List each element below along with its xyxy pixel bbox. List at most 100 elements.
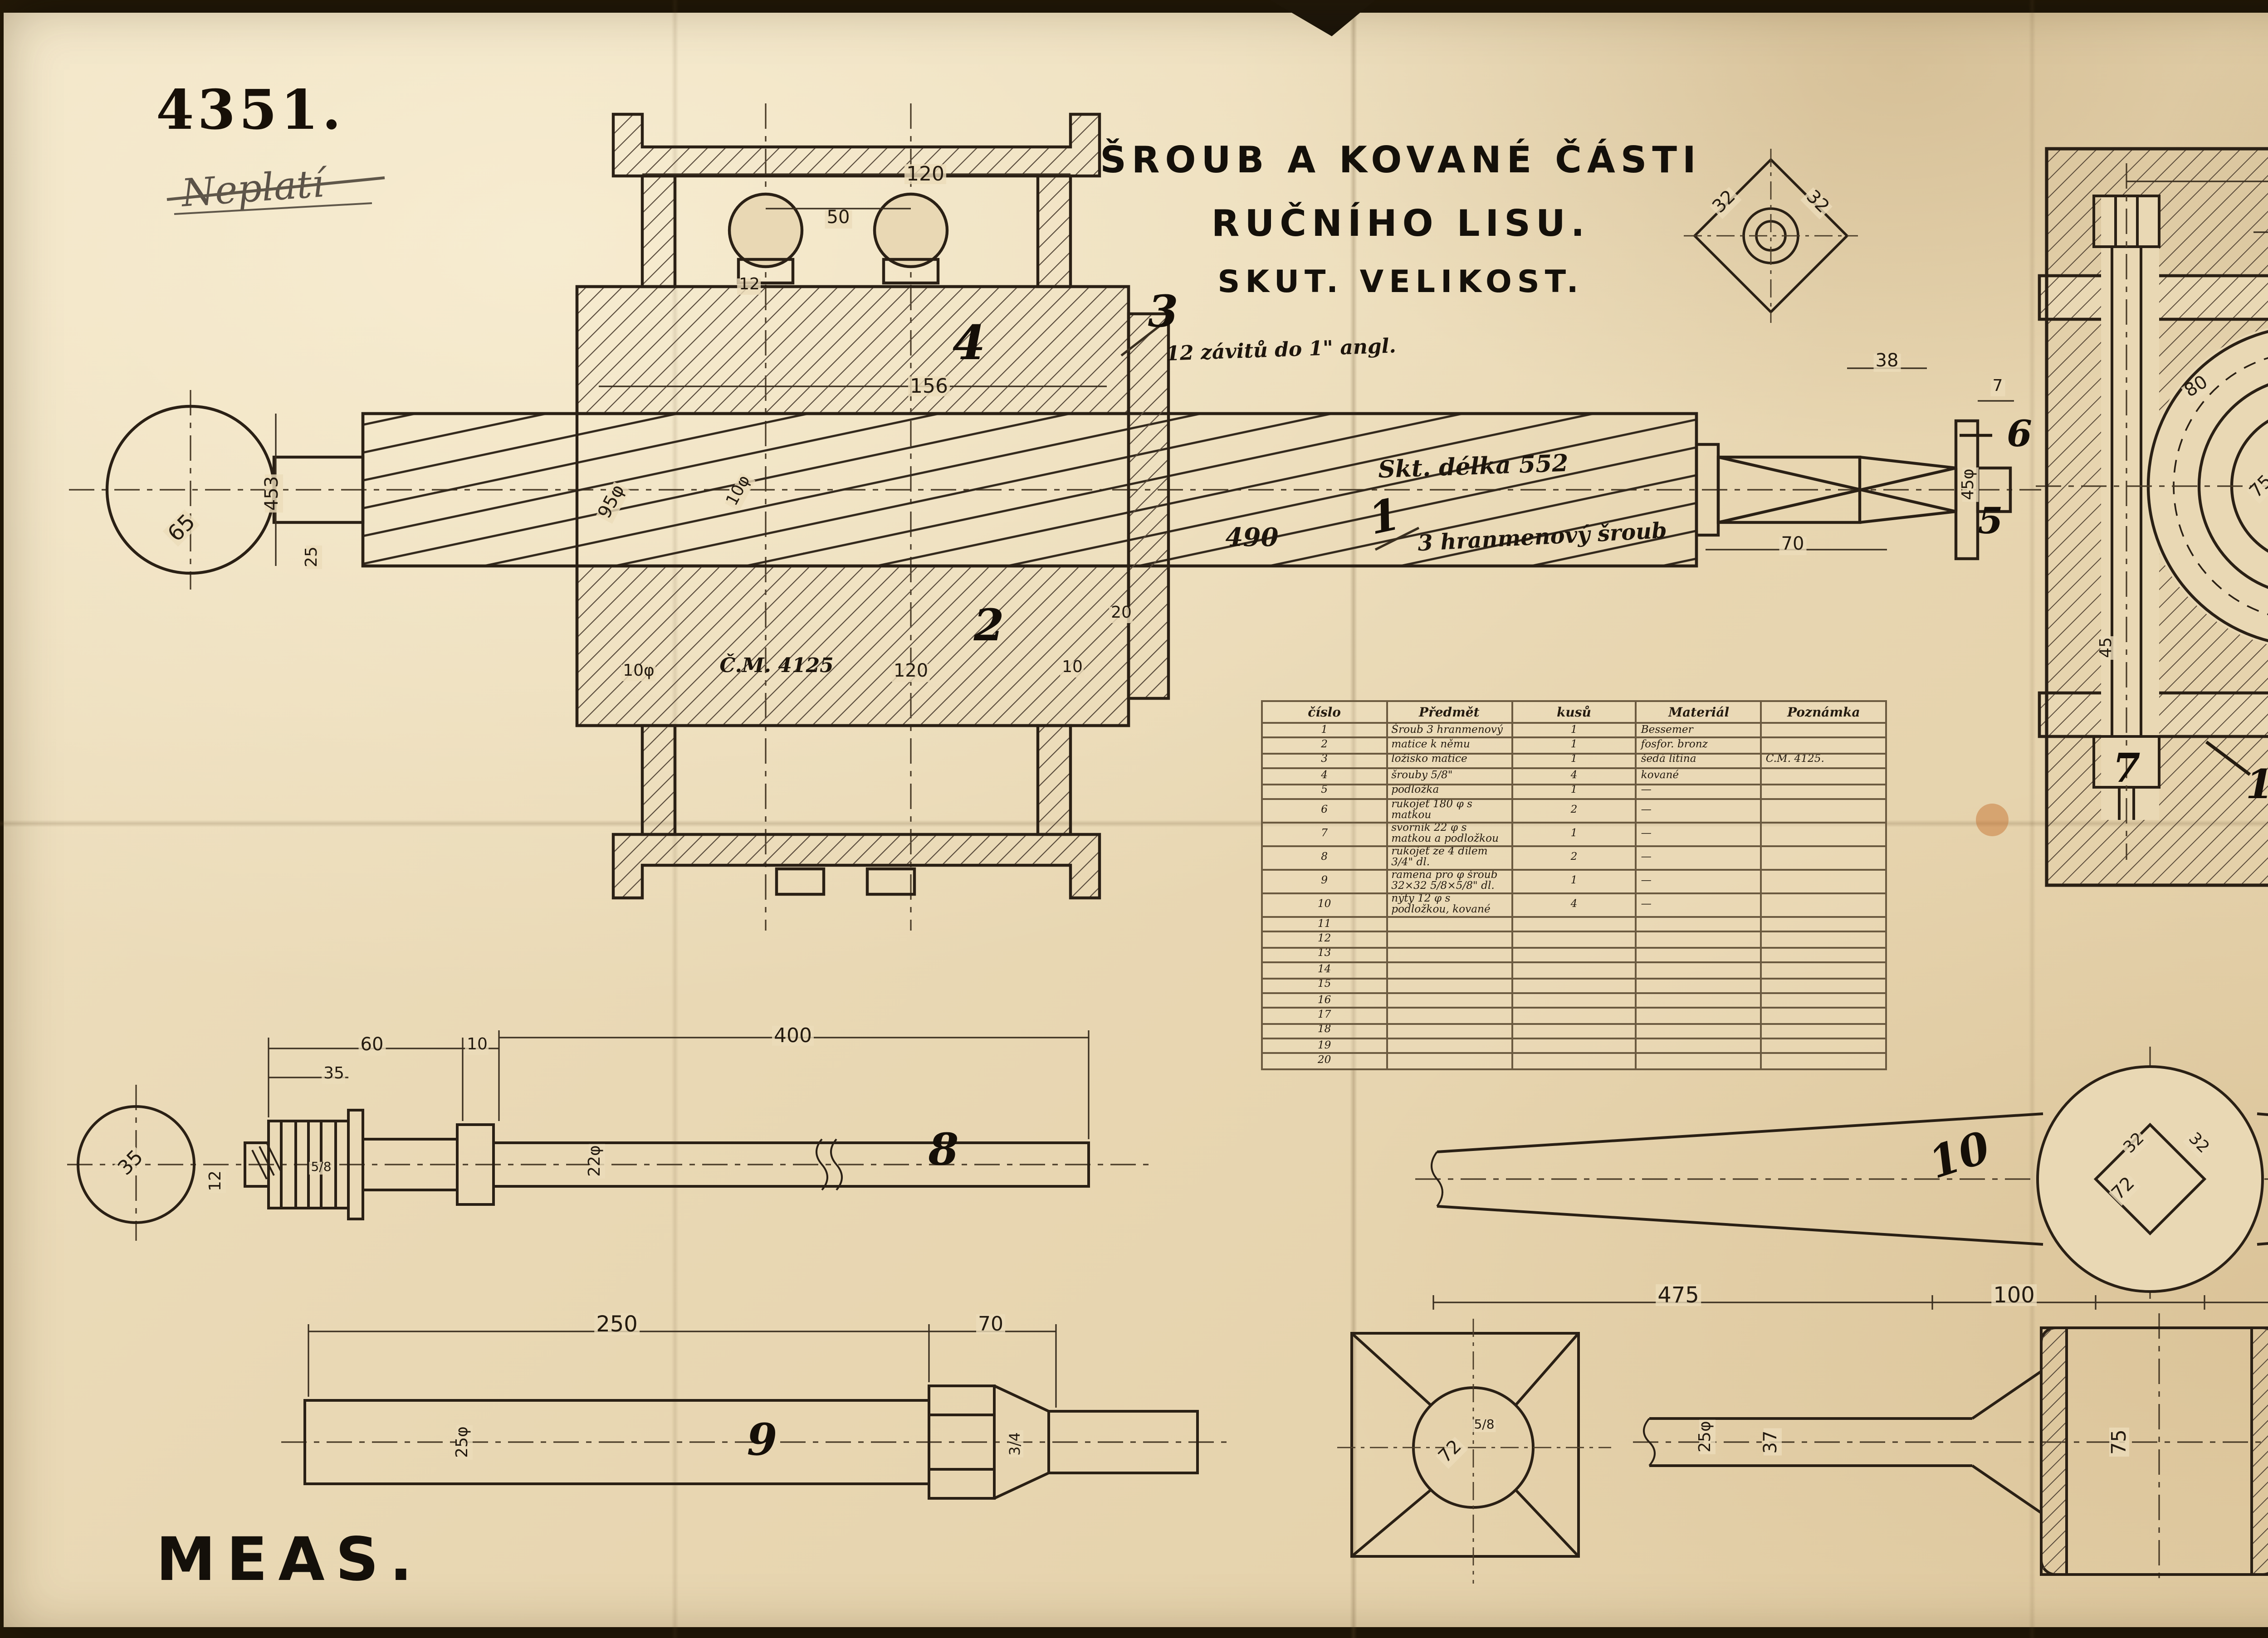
part10-lever-top-view bbox=[1415, 1047, 2268, 1310]
table-cell: 1 bbox=[1510, 752, 1637, 770]
table-cell: 12 bbox=[1261, 931, 1388, 949]
table-cell bbox=[1760, 892, 1887, 918]
table-cell bbox=[1510, 992, 1637, 1009]
part8-linework bbox=[77, 1105, 1090, 1224]
table-cell bbox=[1760, 976, 1887, 994]
table-cell: — bbox=[1635, 798, 1762, 824]
table-cell: 2 bbox=[1510, 798, 1637, 824]
table-cell bbox=[1386, 1007, 1513, 1024]
drawing-title-line1: ŠROUB A KOVANÉ ČÁSTI bbox=[1100, 138, 1701, 181]
assembly-linework bbox=[105, 112, 2012, 900]
table-cell bbox=[1635, 1022, 1762, 1040]
table-row: 14 bbox=[1261, 961, 1887, 979]
table-cell bbox=[1760, 783, 1887, 800]
table-header-cell: kusů bbox=[1510, 700, 1637, 724]
table-row: 19 bbox=[1261, 1038, 1887, 1055]
table-cell: ložisko matice bbox=[1386, 752, 1513, 770]
table-cell: 1 bbox=[1261, 722, 1388, 739]
table-row: 13 bbox=[1261, 946, 1887, 964]
table-cell: Č.M. 4125. bbox=[1760, 752, 1887, 770]
table-cell bbox=[1760, 1022, 1887, 1040]
dimension-lines bbox=[1432, 1295, 2268, 1310]
table-cell bbox=[1635, 961, 1762, 979]
table-row: 11 bbox=[1261, 916, 1887, 933]
dimension-lines bbox=[2126, 180, 2268, 233]
table-cell bbox=[1386, 916, 1513, 933]
table-cell: 18 bbox=[1261, 1022, 1388, 1040]
table-cell bbox=[1510, 1038, 1637, 1055]
table-cell bbox=[1386, 946, 1513, 964]
table-cell: — bbox=[1635, 783, 1762, 800]
table-cell bbox=[1760, 961, 1887, 979]
table-cell: šrouby 5/8" bbox=[1386, 767, 1513, 785]
table-cell bbox=[1510, 976, 1637, 994]
table-cell bbox=[1510, 1053, 1637, 1070]
side-linework bbox=[1643, 1326, 2268, 1576]
table-row: 18 bbox=[1261, 1022, 1887, 1040]
table-cell bbox=[1510, 916, 1637, 933]
table-cell: 1 bbox=[1510, 737, 1637, 755]
table-header-cell: Poznámka bbox=[1760, 700, 1887, 724]
table-cell: — bbox=[1635, 868, 1762, 894]
table-row: 12 bbox=[1261, 931, 1887, 949]
table-cell bbox=[1760, 946, 1887, 964]
table-cell: 4 bbox=[1510, 892, 1637, 918]
table-cell bbox=[1510, 1007, 1637, 1024]
table-cell bbox=[1386, 992, 1513, 1009]
square-shank-detail bbox=[1684, 149, 1858, 323]
table-header-cell: Předmět bbox=[1386, 700, 1513, 724]
table-cell bbox=[1635, 946, 1762, 964]
table-row: 16 bbox=[1261, 992, 1887, 1009]
table-cell bbox=[1510, 961, 1637, 979]
table-cell: kované bbox=[1635, 767, 1762, 785]
table-cell bbox=[1386, 961, 1513, 979]
table-cell bbox=[1386, 1053, 1513, 1070]
table-cell bbox=[1760, 722, 1887, 739]
table-cell bbox=[1635, 1038, 1762, 1055]
table-cell bbox=[1760, 821, 1887, 847]
table-cell: 19 bbox=[1261, 1038, 1388, 1055]
table-cell: 5 bbox=[1261, 783, 1388, 800]
plate-view bbox=[1337, 1319, 1611, 1584]
table-cell bbox=[1760, 916, 1887, 933]
table-cell bbox=[1386, 976, 1513, 994]
table-cell bbox=[1760, 992, 1887, 1009]
table-cell: 1 bbox=[1510, 821, 1637, 847]
table-cell: 20 bbox=[1261, 1053, 1388, 1070]
table-cell bbox=[1760, 1038, 1887, 1055]
table-cell: — bbox=[1635, 892, 1762, 918]
drawing-number: 4351. bbox=[156, 80, 345, 143]
table-cell: Šroub 3 hranmenový bbox=[1386, 722, 1513, 739]
table-cell: 2 bbox=[1261, 737, 1388, 755]
table-cell bbox=[1386, 1022, 1513, 1040]
main-assembly-view bbox=[69, 103, 2041, 931]
table-cell bbox=[1760, 868, 1887, 894]
table-cell bbox=[1635, 1053, 1762, 1070]
part8-bolt-view bbox=[67, 1030, 1152, 1241]
table-cell: podložka bbox=[1386, 783, 1513, 800]
dimension-lines bbox=[308, 1324, 1057, 1408]
part9-rod-view bbox=[281, 1324, 1234, 1500]
table-row: 15 bbox=[1261, 976, 1887, 994]
table-cell bbox=[1510, 1022, 1637, 1040]
table-cell: rukojeť ze 4 dílem 3/4" dl. bbox=[1386, 845, 1513, 871]
table-cell: 10 bbox=[1261, 892, 1388, 918]
table-cell: ramena pro φ šroub 32×32 5/8×5/8" dl. bbox=[1386, 868, 1513, 894]
drawing-title-line2: RUČNÍHO LISU. bbox=[1211, 201, 1590, 245]
table-cell bbox=[1386, 1038, 1513, 1055]
table-cell: 8 bbox=[1261, 845, 1388, 871]
drawing-title-line3: SKUT. VELIKOST. bbox=[1217, 265, 1584, 301]
table-header-cell: číslo bbox=[1261, 700, 1388, 724]
dimension-lines bbox=[268, 1030, 1090, 1139]
table-cell: 1 bbox=[1510, 868, 1637, 894]
table-row: 20 bbox=[1261, 1053, 1887, 1070]
housing-front-view bbox=[2036, 147, 2268, 887]
